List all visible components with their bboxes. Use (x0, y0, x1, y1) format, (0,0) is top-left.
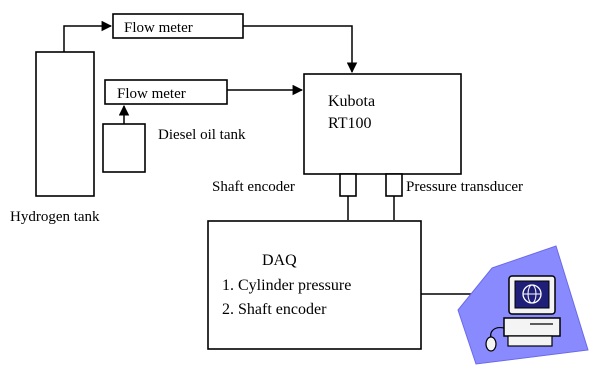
computer-icon (457, 245, 589, 365)
pressure-transducer-label: Pressure transducer (406, 179, 523, 195)
hydrogen-tank-box (35, 51, 95, 197)
daq-title: DAQ (262, 252, 297, 269)
computer-icon-mouse (485, 336, 497, 352)
shaft-encoder-label: Shaft encoder (212, 179, 295, 195)
computer-icon-keyboard (507, 335, 553, 347)
engine-label-line2: RT100 (328, 115, 371, 132)
flow-meter-top-label: Flow meter (124, 20, 193, 36)
engine-label-line1: Kubota (328, 93, 375, 110)
hydrogen-tank-label: Hydrogen tank (10, 209, 100, 225)
flow-meter-left-label: Flow meter (117, 86, 186, 102)
daq-box (207, 220, 422, 350)
pressure-transducer-sensor (385, 173, 403, 197)
hydrogen-to-flow-meter-arrow (63, 20, 113, 52)
daq-item-2: 2. Shaft encoder (222, 301, 327, 318)
diesel-tank-label: Diesel oil tank (158, 127, 246, 143)
flow-meter-left-box (104, 79, 228, 105)
computer-icon-base (503, 317, 561, 337)
flow-meter-top-box (112, 13, 244, 39)
daq-item-1: 1. Cylinder pressure (222, 277, 351, 294)
shaft-encoder-sensor (339, 173, 357, 197)
engine-box (303, 73, 462, 175)
flow-meter-top-to-engine-arrow (243, 25, 358, 74)
diesel-tank-box (102, 123, 146, 173)
